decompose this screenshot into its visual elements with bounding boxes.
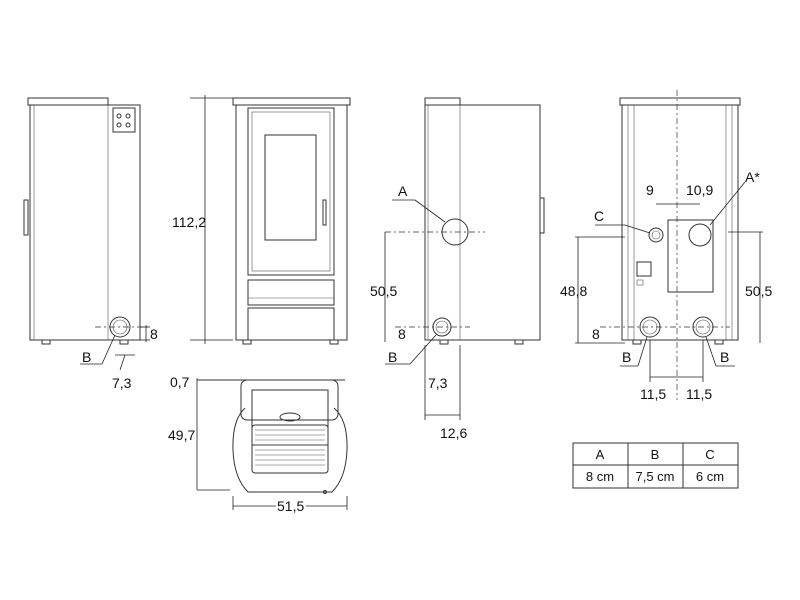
label-a: A [398, 183, 408, 199]
dim-7-3: 7,3 [428, 375, 448, 391]
dim-12-6: 12,6 [440, 425, 467, 441]
side-view-right: A 50,5 8 B 7,3 12,6 [370, 97, 545, 441]
top-view: 0,7 49,7 51,5 [168, 374, 348, 514]
dim-9: 9 [646, 182, 654, 198]
dim-51-5: 51,5 [277, 498, 304, 514]
side-view-left: 8 B 7,3 [23, 97, 158, 391]
dim-11-5-left: 11,5 [640, 386, 666, 402]
label-b: B [82, 349, 91, 365]
table-value-c: 6 cm [696, 469, 724, 484]
table-header-c: C [705, 447, 714, 462]
label-b-right: B [720, 349, 729, 365]
table-header-b: B [651, 447, 660, 462]
table-header-a: A [596, 447, 605, 462]
dim-8: 8 [398, 326, 406, 342]
dim-50-5: 50,5 [745, 283, 772, 299]
outlet-a-star [688, 223, 712, 247]
dim-height: 112,2 [172, 214, 206, 230]
glass [264, 134, 317, 241]
vent-grille [251, 424, 329, 474]
diameter-table: A B C 8 cm 7,5 cm 6 cm [572, 442, 739, 489]
label-b: B [388, 349, 397, 365]
label-a-star: A* [745, 169, 760, 185]
dim-11-5-right: 11,5 [686, 386, 712, 402]
front-view: 112,2 [172, 95, 351, 345]
back-view: 9 10,9 C A* 48,8 50,5 8 B B 11,5 11,5 [560, 90, 772, 402]
dim-50-5: 50,5 [370, 283, 397, 299]
label-b-left: B [622, 349, 631, 365]
door-handle [23, 199, 29, 236]
door [247, 107, 335, 276]
table-value-b: 7,5 cm [635, 469, 674, 484]
dim-7-3: 7,3 [112, 375, 132, 391]
table-value-a: 8 cm [586, 469, 614, 484]
outlet-c [648, 227, 664, 243]
dim-8: 8 [592, 326, 600, 342]
control-panel [112, 107, 136, 133]
label-c: C [594, 208, 604, 224]
dim-0-7: 0,7 [170, 374, 190, 390]
dim-49-7: 49,7 [168, 427, 195, 443]
dim-10-9: 10,9 [686, 182, 713, 198]
dim-48-8: 48,8 [560, 283, 587, 299]
dim-8: 8 [150, 326, 158, 342]
